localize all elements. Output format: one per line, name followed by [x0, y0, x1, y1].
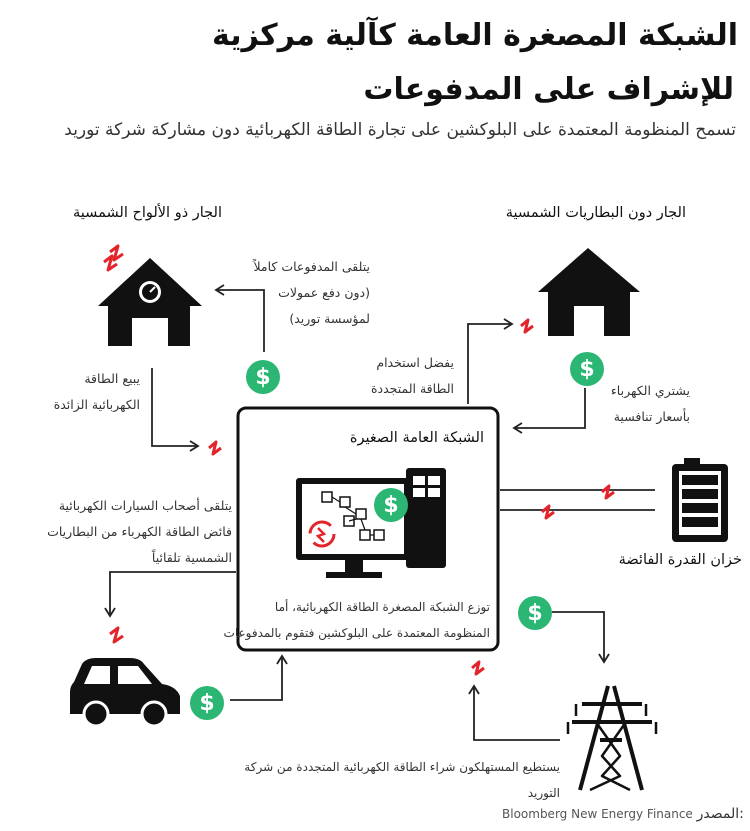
receives-payments-note: يتلقى المدفوعات كاملاً (دون دفع عمولات ل…	[253, 259, 370, 326]
lightning-icon	[541, 504, 555, 520]
solar-lightning-icon	[109, 244, 124, 262]
page-title-line2: للإشراف على المدفوعات	[363, 72, 734, 107]
microgrid-label: الشبكة العامة الصغيرة	[349, 430, 484, 446]
power-tower-icon	[566, 685, 658, 792]
lightning-icon	[471, 660, 485, 676]
dollar-icon: $	[246, 360, 280, 394]
lightning-icon	[601, 484, 615, 500]
dollar-icon: $	[570, 352, 604, 386]
sells-surplus-note: يبيع الطاقة الكهربائية الزائدة	[53, 371, 140, 412]
source-line: Bloomberg New Energy Finance المصدر:	[502, 806, 744, 822]
page-title: الشبكة المصغرة العامة كآلية مركزية	[212, 18, 738, 53]
dollar-icon: $	[190, 686, 224, 720]
dollar-icon: $	[374, 488, 408, 522]
prefers-renewable-note: يفضل استخدام الطاقة المتجددة	[370, 355, 454, 396]
neighbor-label: الجار دون البطاريات الشمسية	[505, 205, 686, 221]
ev-owners-note: يتلقى أصحاب السيارات الكهربائية فائض الط…	[47, 498, 232, 565]
car-lightning-icon	[109, 626, 124, 644]
storage-label: خزان القدرة الفائضة	[618, 552, 742, 568]
battery-icon	[672, 458, 728, 542]
lightning-icon	[520, 318, 534, 334]
solar-neighbor-label: الجار ذو الألواح الشمسية	[73, 205, 222, 221]
lightning-icon	[208, 440, 222, 456]
dollar-icon: $	[518, 596, 552, 630]
solar-house-icon	[98, 258, 202, 346]
buys-competitive-note: يشتري الكهرباء بأسعار تنافسية	[610, 383, 690, 424]
neighbor-house-icon	[538, 248, 640, 336]
car-icon	[70, 658, 180, 728]
distribution-note: توزع الشبكة المصغرة الطاقة الكهربائية، أ…	[223, 600, 490, 640]
page-subtitle: تسمح المنظومة المعتمدة على البلوكشين على…	[64, 120, 736, 140]
consumers-note: يستطيع المستهلكون شراء الطاقة الكهربائية…	[244, 760, 560, 800]
